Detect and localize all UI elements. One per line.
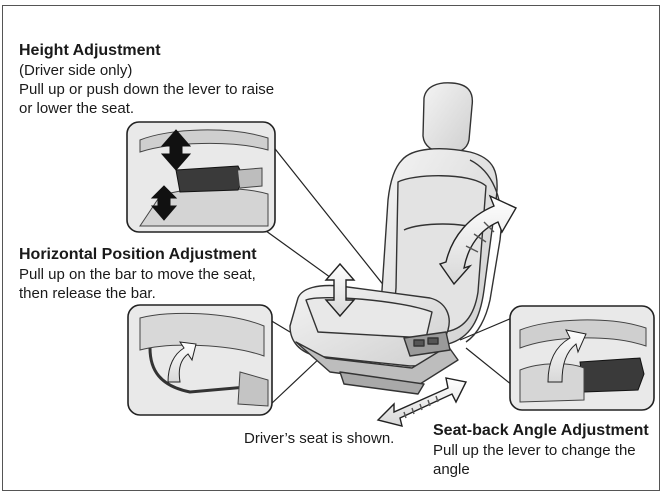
height-adjustment-line-2: or lower the seat.: [19, 99, 274, 118]
inset-horizontal-bar: [128, 305, 272, 415]
diagram-caption: Driver’s seat is shown.: [244, 430, 394, 447]
seatback-adjustment-line-1: Pull up the lever to change the: [433, 441, 649, 460]
horizontal-adjustment-title: Horizontal Position Adjustment: [19, 245, 257, 265]
height-adjustment-note: (Driver side only): [19, 61, 274, 80]
seatback-adjustment-label: Seat-back Angle Adjustment Pull up the l…: [433, 421, 649, 479]
horizontal-adjustment-label: Horizontal Position Adjustment Pull up o…: [19, 245, 257, 303]
horizontal-adjustment-line-1: Pull up on the bar to move the seat,: [19, 265, 257, 284]
height-adjustment-label: Height Adjustment (Driver side only) Pul…: [19, 41, 274, 118]
height-adjustment-line-1: Pull up or push down the lever to raise: [19, 80, 274, 99]
inset-height-lever: [127, 122, 275, 232]
seatback-adjustment-line-2: angle: [433, 460, 649, 479]
height-adjustment-title: Height Adjustment: [19, 41, 274, 61]
seatback-adjustment-title: Seat-back Angle Adjustment: [433, 421, 649, 441]
horizontal-adjustment-line-2: then release the bar.: [19, 284, 257, 303]
inset-seatback-lever: [510, 306, 654, 410]
